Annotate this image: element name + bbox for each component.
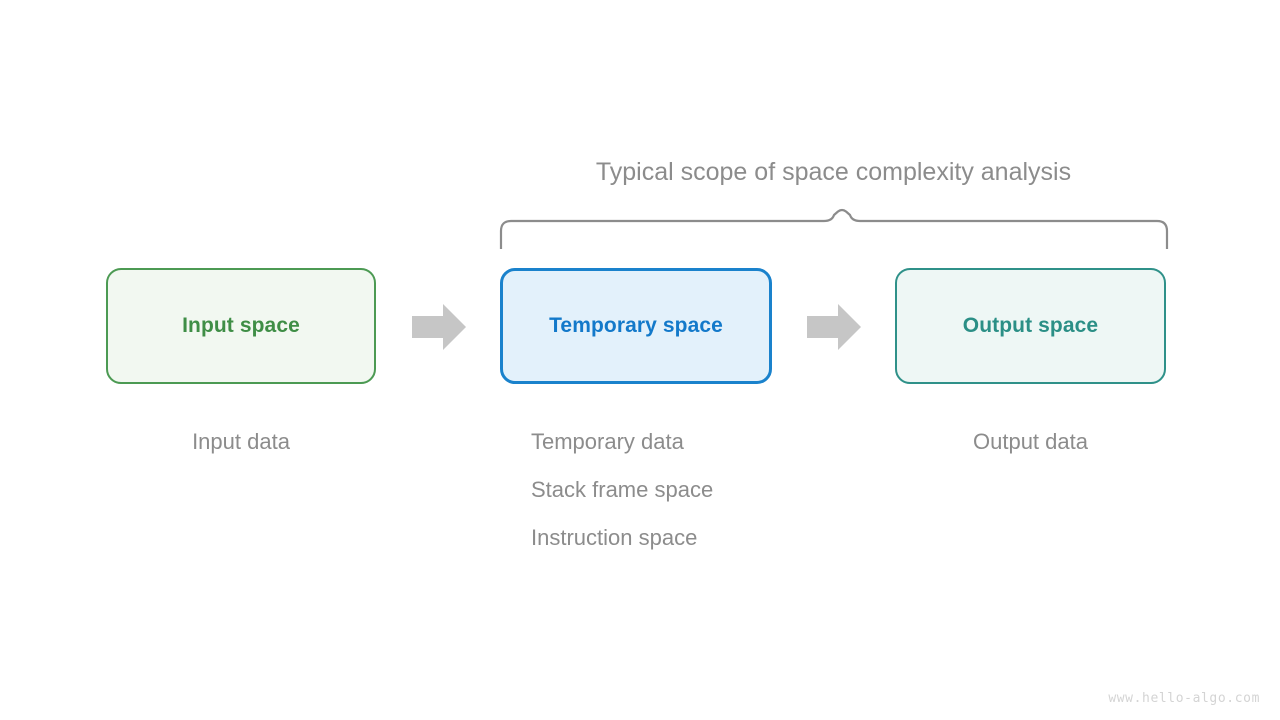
caption-group-input: Input data (106, 418, 376, 466)
node-temporary-space-label: Temporary space (549, 314, 723, 337)
right-arrow-icon (807, 304, 861, 350)
node-input-space: Input space (106, 268, 376, 384)
watermark: www.hello-algo.com (1108, 691, 1260, 706)
node-output-space: Output space (895, 268, 1166, 384)
node-input-space-label: Input space (182, 314, 300, 337)
caption-line: Input data (192, 429, 290, 454)
scope-brace-icon (499, 208, 1169, 249)
caption-line: Temporary data (531, 429, 684, 454)
scope-caption: Typical scope of space complexity analys… (595, 158, 1072, 186)
caption-line: Instruction space (531, 525, 698, 550)
caption-line: Stack frame space (531, 477, 714, 502)
right-arrow-icon (412, 304, 466, 350)
caption-group-temporary: Temporary data Stack frame space Instruc… (531, 418, 713, 562)
node-temporary-space: Temporary space (500, 268, 772, 384)
caption-group-output: Output data (895, 418, 1166, 466)
caption-line: Output data (973, 429, 1088, 454)
node-output-space-label: Output space (962, 314, 1099, 337)
